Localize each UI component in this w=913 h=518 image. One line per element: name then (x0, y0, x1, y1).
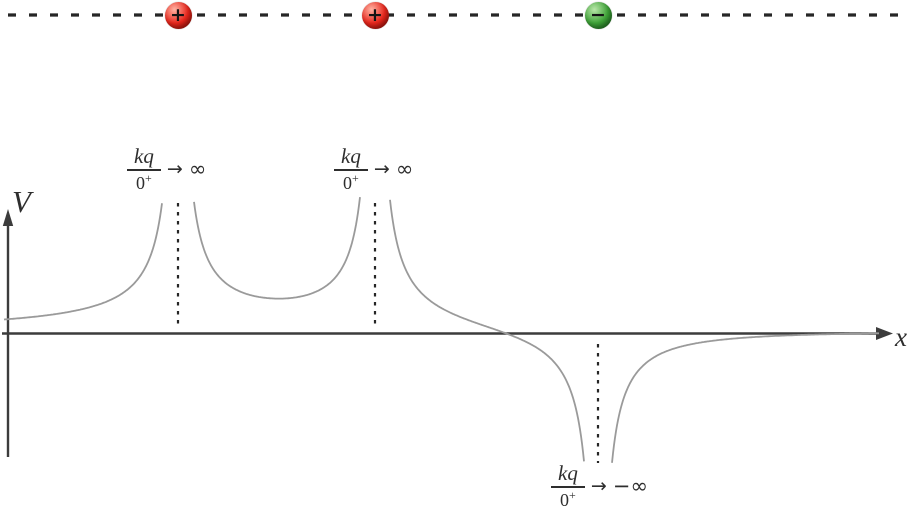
arrow-glyph: → (373, 158, 390, 181)
positive-charge: + (164, 2, 192, 29)
fraction-denominator: 0+ (343, 171, 359, 194)
fraction-denominator: 0+ (136, 171, 152, 194)
charge-symbol: + (170, 4, 186, 26)
limit-annotation: kq 0+ → ∞ (127, 145, 206, 194)
denominator-superscript: + (569, 488, 576, 503)
limit-annotation: kq 0+ → −∞ (551, 462, 648, 511)
limit-annotation: kq 0+ → ∞ (334, 145, 413, 194)
positive-charge: + (361, 2, 389, 29)
negative-charge: − (584, 2, 612, 29)
fraction-numerator: kq (551, 462, 585, 489)
arrow-glyph: → (166, 158, 183, 181)
x-axis-arrowhead (876, 327, 893, 340)
fraction-numerator: kq (334, 145, 368, 172)
denominator-superscript: + (352, 171, 359, 186)
fraction: kq 0+ (334, 145, 368, 194)
fraction: kq 0+ (127, 145, 161, 194)
denominator-base: 0 (136, 173, 146, 194)
fraction: kq 0+ (551, 462, 585, 511)
fraction-denominator: 0+ (560, 488, 576, 511)
denominator-base: 0 (560, 490, 570, 511)
charge-symbol: − (590, 4, 606, 26)
v-axis-label: V (12, 184, 31, 219)
denominator-superscript: + (145, 171, 152, 186)
limit-value: ∞ (188, 157, 207, 182)
limit-value: −∞ (612, 474, 648, 499)
arrow-glyph: → (590, 475, 607, 498)
v-axis-arrowhead (2, 209, 14, 226)
limit-value: ∞ (395, 157, 414, 182)
denominator-base: 0 (343, 173, 353, 194)
fraction-numerator: kq (127, 145, 161, 172)
potential-curve (3, 196, 879, 463)
charge-symbol: + (367, 4, 383, 26)
x-axis-label: x (895, 322, 907, 352)
